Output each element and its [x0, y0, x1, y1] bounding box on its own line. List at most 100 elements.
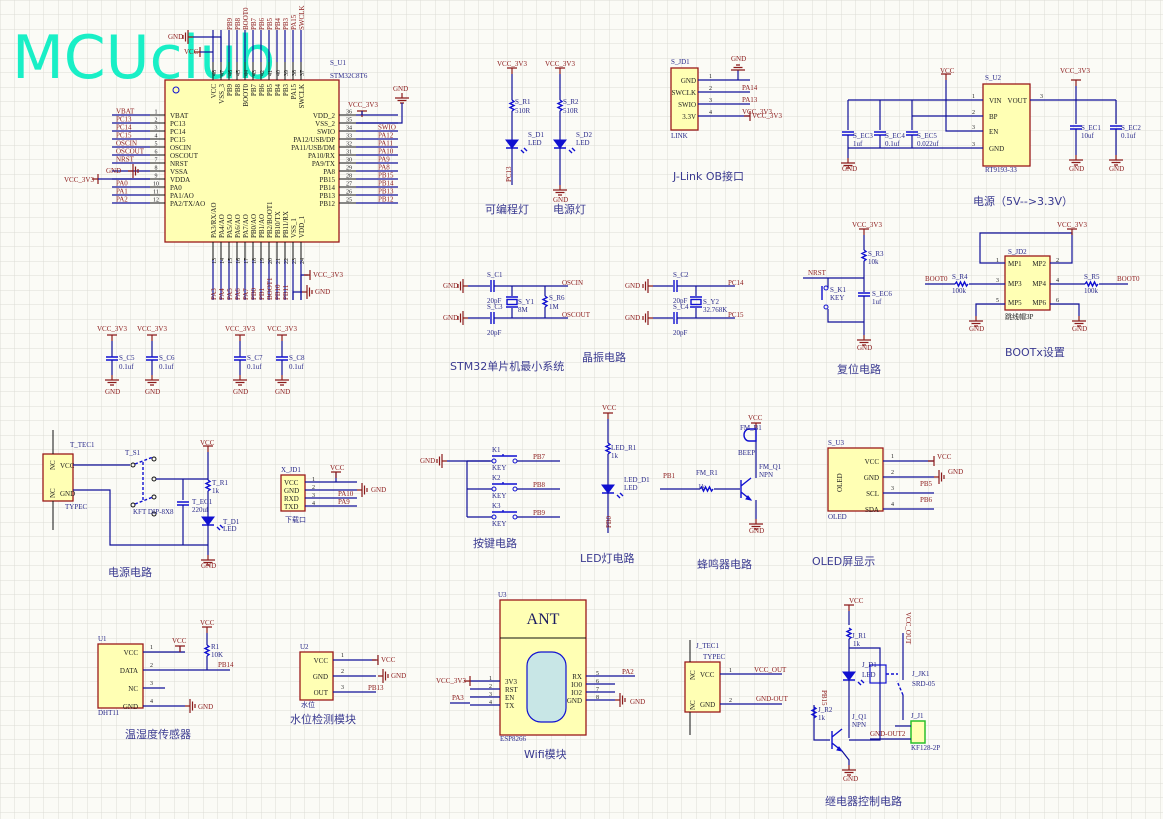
dht-rvcc-label: VCC [200, 619, 215, 627]
resistor-icon [203, 644, 211, 657]
wire [193, 36, 222, 62]
mcu-vcc3_bottom-label: VCC_3V3 [313, 271, 343, 279]
mcu-ref-label: S_U1 [330, 59, 346, 67]
crystal-cval-label: 20pF [673, 329, 688, 337]
keys-items-0-ref-label: K1 [492, 446, 501, 454]
ground-icon [457, 311, 468, 325]
water-pins-0-label: VCC [314, 657, 329, 665]
jlink-nums-2-label: 3 [709, 98, 712, 104]
oled-nums-2-label: 3 [891, 486, 894, 492]
leds-title2-label: 电源灯 [553, 202, 586, 216]
decoupling-0-gnd-label: GND [105, 388, 120, 396]
resistor-icon [699, 485, 714, 493]
mcu-left-7-0-label: 8 [155, 166, 158, 172]
boot-title-label: BOOTx设置 [1005, 346, 1065, 359]
leds-gnd-label: GND [553, 196, 568, 204]
mcu-left-5-2-label: OSCOUT [116, 148, 145, 156]
relay-vout-label: VCC_OUT [904, 612, 912, 645]
keys-items-0-val-label: KEY [492, 464, 506, 472]
wifi-ref-label: U3 [498, 591, 507, 599]
wifi-lnums-1-label: 2 [489, 684, 492, 690]
resistor-icon [1084, 280, 1099, 288]
mcu-top-5-1-label: PB7 [250, 84, 258, 97]
jlink-connector [670, 67, 699, 131]
wire [1050, 303, 1080, 316]
pin1-marker-icon [172, 86, 180, 94]
leds-d1v-label: LED [528, 139, 542, 147]
leds-d1-label: S_D1 [528, 131, 544, 139]
mcu-right-6-2-label: PA9 [378, 156, 390, 164]
jlink-nets-1-label: PA14 [742, 84, 758, 92]
reset-k1-label: S_K1 [830, 286, 846, 294]
mcu-left-8-1-label: VDDA [170, 176, 190, 184]
jlink-ref-label: S_JD1 [671, 58, 690, 66]
relay-gnd-label: GND [843, 775, 858, 783]
dht-nums-3-label: 4 [150, 699, 153, 705]
mcu-right-1-0-label: 35 [346, 118, 352, 124]
power-ec1-label: T_EC1 [192, 498, 213, 506]
mcu-left-1-2-label: PC13 [116, 116, 132, 124]
ldo-caps-1-val-label: 0.1uf [885, 140, 900, 148]
npn-transistor-icon [836, 746, 844, 752]
power-ec1v-label: 220uf [192, 506, 209, 514]
mcu-bottom-4-0-label: 17 [244, 258, 250, 264]
oled-nums-0-label: 1 [891, 454, 894, 460]
ground-icon [105, 375, 119, 386]
reset-title-label: 复位电路 [837, 362, 881, 376]
mcu-right-6-0-label: 30 [346, 158, 352, 164]
ground-icon [615, 693, 626, 707]
mcu-bottom-9-0-label: 22 [284, 258, 290, 264]
buzzer-r-label: FM_R1 [696, 469, 718, 477]
water-ref-label: U2 [300, 643, 309, 651]
typec-out-connector [684, 661, 721, 713]
ldo-nums-0-label: 1 [972, 94, 975, 100]
power-port-icon [844, 604, 854, 611]
ledlight-dv-label: LED [624, 484, 638, 492]
ground-icon [145, 375, 159, 386]
dht-net-label: PB14 [218, 661, 234, 669]
mcu-right-11-0-label: 25 [346, 198, 352, 204]
dht-rv-label: 10K [211, 651, 223, 659]
mcu-left-11-2-label: PA2 [116, 196, 128, 204]
mcu-left-3-2-label: PC15 [116, 132, 132, 140]
mcu-left-1-1-label: PC13 [170, 120, 186, 128]
mcu-right-10-1-label: PB13 [319, 192, 335, 200]
mcu-vcc3_left-label: VCC_3V3 [64, 176, 94, 184]
crystal-cval-label: 20pF [487, 329, 502, 337]
ground-icon [969, 316, 983, 327]
keys-title-label: 按键电路 [473, 536, 517, 550]
mcu-left-4-0-label: 5 [155, 142, 158, 148]
key-contact-icon [491, 486, 497, 492]
mcu-right-7-2-label: PA8 [378, 164, 390, 172]
ledlight-vcc-label: VCC [602, 404, 617, 412]
power-port-icon [751, 422, 761, 429]
buzzer-vcc-label: VCC [748, 414, 763, 422]
oled-ref-label: S_U3 [828, 439, 844, 447]
mcu-top-7-1-label: PB5 [266, 84, 274, 97]
decoupling-0-val-label: 0.1uf [119, 363, 134, 371]
keys-items-2-val-label: KEY [492, 520, 506, 528]
wire [827, 309, 864, 323]
leds-r2-label: S_R2 [563, 98, 579, 106]
leds-pwr2-label: VCC_3V3 [545, 60, 575, 68]
ground-icon [1109, 155, 1123, 166]
leds-r2v-label: 510R [563, 107, 579, 115]
mcu-right-4-0-label: 32 [346, 142, 352, 148]
mcu-left-4-1-label: OSCIN [170, 144, 191, 152]
mcu-bottom-9-2-label: PB11 [282, 284, 290, 300]
dht-vcc-label: VCC [172, 637, 187, 645]
mcu-top-2-1-label: PB9 [226, 84, 234, 97]
reset-k1v-label: KEY [830, 294, 844, 302]
dht-r-label: R1 [211, 643, 220, 651]
crystal-oscin-label: OSCIN [562, 279, 583, 287]
mcu-bottom-8-1-label: PB10/TX [274, 211, 282, 238]
crystal-c2-label: S_C2 [673, 271, 689, 279]
led-icon [505, 139, 519, 149]
boot-r4-label: S_R4 [952, 273, 968, 281]
ledlight-net-label: PB0 [605, 515, 613, 528]
mcu-right-9-1-label: PB14 [319, 184, 335, 192]
typec-connector [42, 453, 74, 502]
keys-items-2-ref-label: K3 [492, 502, 501, 510]
water-nums-0-label: 1 [341, 653, 344, 659]
mcu-left-10-2-label: PA1 [116, 188, 128, 196]
